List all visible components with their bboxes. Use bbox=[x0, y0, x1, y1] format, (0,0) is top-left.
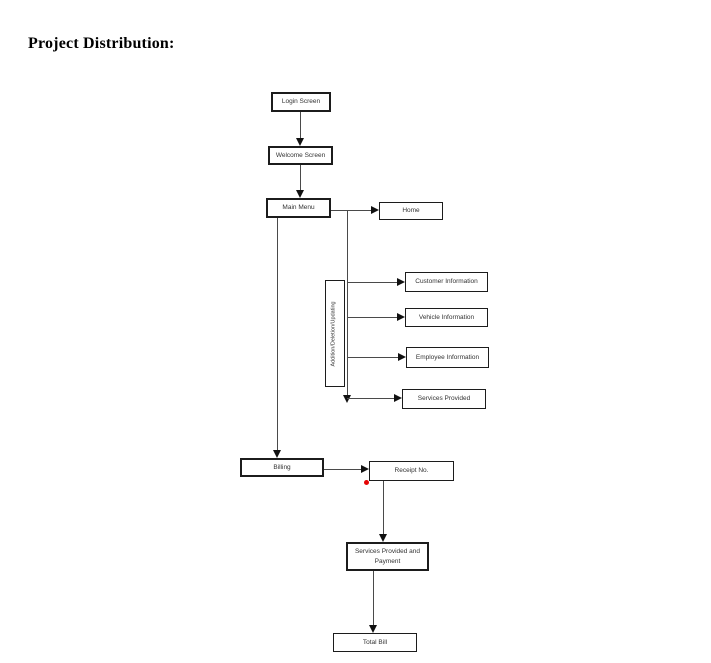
edge-mainmenu-to-home-line bbox=[331, 210, 372, 211]
node-home: Home bbox=[379, 202, 443, 220]
node-login-screen-label: Login Screen bbox=[281, 98, 321, 106]
node-home-label: Home bbox=[402, 207, 420, 215]
edge-mainmenu-to-home-arrowhead-icon bbox=[371, 206, 379, 214]
node-customer-information-label: Customer Information bbox=[415, 278, 478, 286]
edge-to-services-arrowhead-icon bbox=[394, 394, 402, 402]
node-addition-deletion-updating: Addition/Deletion/Updating bbox=[325, 280, 345, 387]
node-addition-deletion-updating-label: Addition/Deletion/Updating bbox=[331, 300, 338, 367]
edge-to-customer-line bbox=[347, 282, 398, 283]
node-services-provided-label: Services Provided bbox=[417, 395, 471, 403]
node-vehicle-information: Vehicle Information bbox=[405, 308, 488, 327]
page-title: Project Distribution: bbox=[28, 35, 175, 52]
node-welcome-screen: Welcome Screen bbox=[268, 146, 333, 165]
edge-welcome-to-mainmenu-arrowhead-icon bbox=[296, 190, 304, 198]
edge-mainmenu-to-billing-arrowhead-icon bbox=[273, 450, 281, 458]
edge-to-services-line bbox=[347, 398, 395, 399]
edge-login-to-welcome-line bbox=[300, 112, 301, 139]
node-billing-label: Billing bbox=[273, 463, 291, 471]
node-total-bill: Total Bill bbox=[333, 633, 417, 652]
node-employee-information-label: Employee Information bbox=[415, 353, 480, 361]
node-total-bill-label: Total Bill bbox=[362, 638, 388, 646]
edge-to-employee-arrowhead-icon bbox=[398, 353, 406, 361]
node-vehicle-information-label: Vehicle Information bbox=[418, 313, 475, 321]
edge-payment-to-totalbill-line bbox=[373, 571, 374, 626]
node-services-provided-and-payment: Services Provided and Payment bbox=[346, 542, 429, 571]
edge-mainmenu-to-billing-line bbox=[277, 218, 278, 451]
edge-trunk-arrowhead-icon bbox=[343, 395, 351, 403]
edge-to-customer-arrowhead-icon bbox=[397, 278, 405, 286]
edge-login-to-welcome-arrowhead-icon bbox=[296, 138, 304, 146]
node-receipt-no: Receipt No. bbox=[369, 461, 454, 481]
red-marker-dot bbox=[364, 480, 369, 485]
edge-to-vehicle-arrowhead-icon bbox=[397, 313, 405, 321]
node-receipt-no-label: Receipt No. bbox=[394, 467, 429, 475]
node-services-provided-and-payment-label: Services Provided and Payment bbox=[354, 548, 421, 565]
edge-welcome-to-mainmenu-line bbox=[300, 165, 301, 191]
edge-receipt-to-payment-line bbox=[383, 481, 384, 535]
edge-billing-to-receipt-line bbox=[324, 469, 362, 470]
node-employee-information: Employee Information bbox=[406, 347, 489, 368]
node-billing: Billing bbox=[240, 458, 324, 477]
node-services-provided: Services Provided bbox=[402, 389, 486, 409]
node-main-menu-label: Main Menu bbox=[282, 204, 315, 212]
node-main-menu: Main Menu bbox=[266, 198, 331, 218]
edge-receipt-to-payment-arrowhead-icon bbox=[379, 534, 387, 542]
node-welcome-screen-label: Welcome Screen bbox=[275, 151, 326, 159]
edge-to-vehicle-line bbox=[347, 317, 398, 318]
node-customer-information: Customer Information bbox=[405, 272, 488, 292]
node-login-screen: Login Screen bbox=[271, 92, 331, 112]
edge-payment-to-totalbill-arrowhead-icon bbox=[369, 625, 377, 633]
edge-trunk-vertical-line bbox=[347, 210, 348, 396]
edge-to-employee-line bbox=[347, 357, 399, 358]
edge-billing-to-receipt-arrowhead-icon bbox=[361, 465, 369, 473]
